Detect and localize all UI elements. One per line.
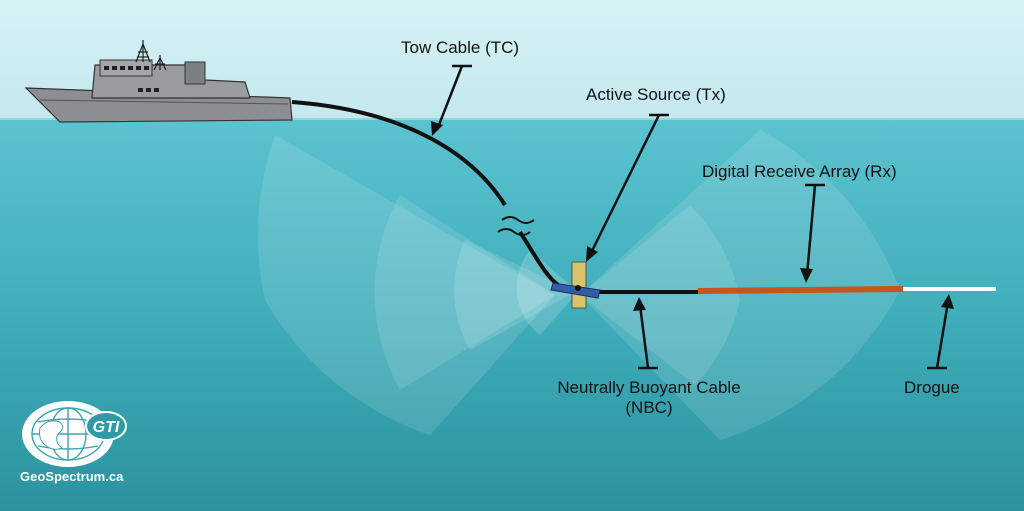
arrowhead-tc [431,121,443,136]
ship-windows [104,66,159,92]
arrowhead-drogue [941,294,954,309]
logo-badge [85,411,127,441]
logo-continent [39,420,64,450]
ship-mast [135,40,167,71]
arrowhead-tx [586,246,598,262]
nbc-label: Neutrally Buoyant Cable (NBC) [532,378,766,418]
beam-near-left [454,240,575,350]
beam-core [516,250,578,335]
nbc-label-line2: (NBC) [625,398,673,417]
leader-tc [435,65,464,131]
active-source-label: Active Source (Tx) [586,85,726,104]
leader-arrowheads [431,121,954,311]
cable-break-mark [497,216,535,236]
leader-lines [435,64,950,370]
tow-cable-lower [518,230,560,287]
logo-text: GTI [93,419,120,436]
beam-right-outer [580,130,900,440]
leader-rx [805,184,817,276]
logo-caption: GeoSpectrum.ca [20,469,124,484]
tow-cable [291,100,507,207]
source-fin [571,261,587,309]
beam-left-inner [374,195,555,390]
source-body [550,282,601,299]
ship-icon [24,40,293,123]
drogue-label: Drogue [904,378,960,397]
ship-deck-line [39,99,289,105]
arrowhead-nbc [633,297,646,311]
globe-logo-icon: GTI [22,401,127,467]
leader-drogue [935,301,950,369]
leader-tx [588,114,661,256]
leader-nbc [638,304,650,369]
source-hub [575,285,581,291]
receive-array-label: Digital Receive Array (Rx) [702,162,897,181]
sea [0,118,1024,511]
arrowhead-rx [800,268,813,283]
ship-funnel [184,61,206,85]
tow-cable-label: Tow Cable (TC) [401,38,520,57]
receive-array [697,286,904,294]
sonar-beams [257,130,900,440]
beam-left-outer [257,135,555,435]
nbc-label-line1: Neutrally Buoyant Cable [557,378,741,397]
beam-right-inner [580,205,740,385]
active-source [550,261,601,309]
ship-bridge [99,59,153,77]
